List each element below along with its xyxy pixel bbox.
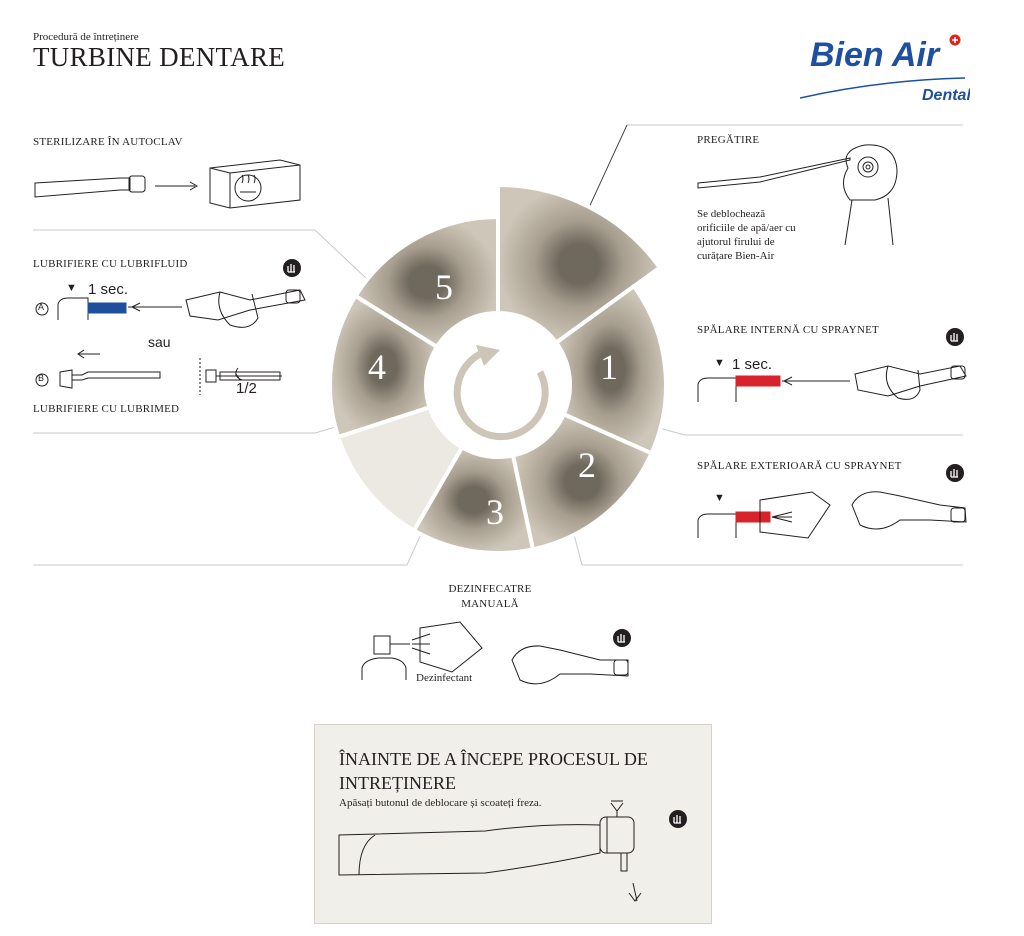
before-start-title: ÎNAINTE DE A ÎNCEPE PROCESUL DE INTREȚIN… <box>339 749 648 793</box>
cycle-step-1: 1 <box>600 347 618 387</box>
bien-air-logo: Bien Air Dental <box>800 34 970 104</box>
external-wash-illustration <box>697 491 967 539</box>
press-down-icon: ▼ <box>714 492 725 504</box>
section-lubrifluid-label: LUBRIFIERE CU LUBRIFLUID <box>33 258 188 270</box>
section-external-wash-label: SPĂLARE EXTERIOARĂ CU SPRAYNET <box>697 460 902 472</box>
glove-icon <box>669 810 687 828</box>
glove-icon <box>283 259 301 277</box>
option-b-label: B <box>38 373 45 383</box>
option-a-label: A <box>38 302 45 312</box>
lubrifluid-duration: 1 sec. <box>88 281 129 298</box>
section-preparation-label: PREGĂTIRE <box>697 134 760 146</box>
autoclave-illustration <box>34 159 301 209</box>
page-subtitle: Procedură de întreținere <box>33 31 139 43</box>
internal-wash-illustration <box>697 365 967 402</box>
cycle-step-5: 5 <box>435 267 453 307</box>
section-lubrimed-label: LUBRIFIERE CU LUBRIMED <box>33 403 180 415</box>
section-disinfection-label: DEZINFECATRE MANUALĂ <box>448 583 532 610</box>
turn-label: 1/2 <box>236 380 257 397</box>
or-text: sau <box>148 334 171 350</box>
glove-icon <box>946 328 964 346</box>
handpiece-icon <box>338 800 687 902</box>
before-start-panel: ÎNAINTE DE A ÎNCEPE PROCESUL DE INTREȚIN… <box>314 724 712 924</box>
press-down-icon: ▼ <box>714 357 725 369</box>
logo-brand: Bien Air <box>810 36 941 74</box>
press-down-icon: ▼ <box>66 282 77 294</box>
logo-subbrand: Dental <box>922 87 970 104</box>
cycle-arrow-icon <box>453 349 549 441</box>
cycle-step-4: 4 <box>368 347 386 387</box>
section-autoclave-label: STERILIZARE ÎN AUTOCLAV <box>33 136 183 148</box>
wheel-segment-2 <box>510 411 655 552</box>
preparation-illustration <box>697 144 898 246</box>
wheel-segment-5 <box>352 214 500 350</box>
internal-wash-duration: 1 sec. <box>732 356 773 373</box>
glove-icon <box>946 464 964 482</box>
cycle-step-2: 2 <box>578 445 596 485</box>
wheel-segment-prep <box>496 182 663 346</box>
disinfection-illustration <box>361 621 629 685</box>
preparation-text: Se deblochează orificiile de apă/aer cu … <box>697 208 796 262</box>
before-start-text: Apăsați butonul de deblocare și scoateți… <box>339 797 542 809</box>
disinfectant-label: Dezinfectant <box>416 672 473 684</box>
section-internal-wash-label: SPĂLARE INTERNĂ CU SPRAYNET <box>697 324 879 336</box>
page-title: TURBINE DENTARE <box>33 42 286 72</box>
cycle-step-3: 3 <box>486 492 504 532</box>
cycle-wheel <box>328 182 668 555</box>
wheel-segment-1 <box>553 283 668 456</box>
glove-icon <box>613 629 631 647</box>
lubrifluid-illustration <box>35 289 306 395</box>
